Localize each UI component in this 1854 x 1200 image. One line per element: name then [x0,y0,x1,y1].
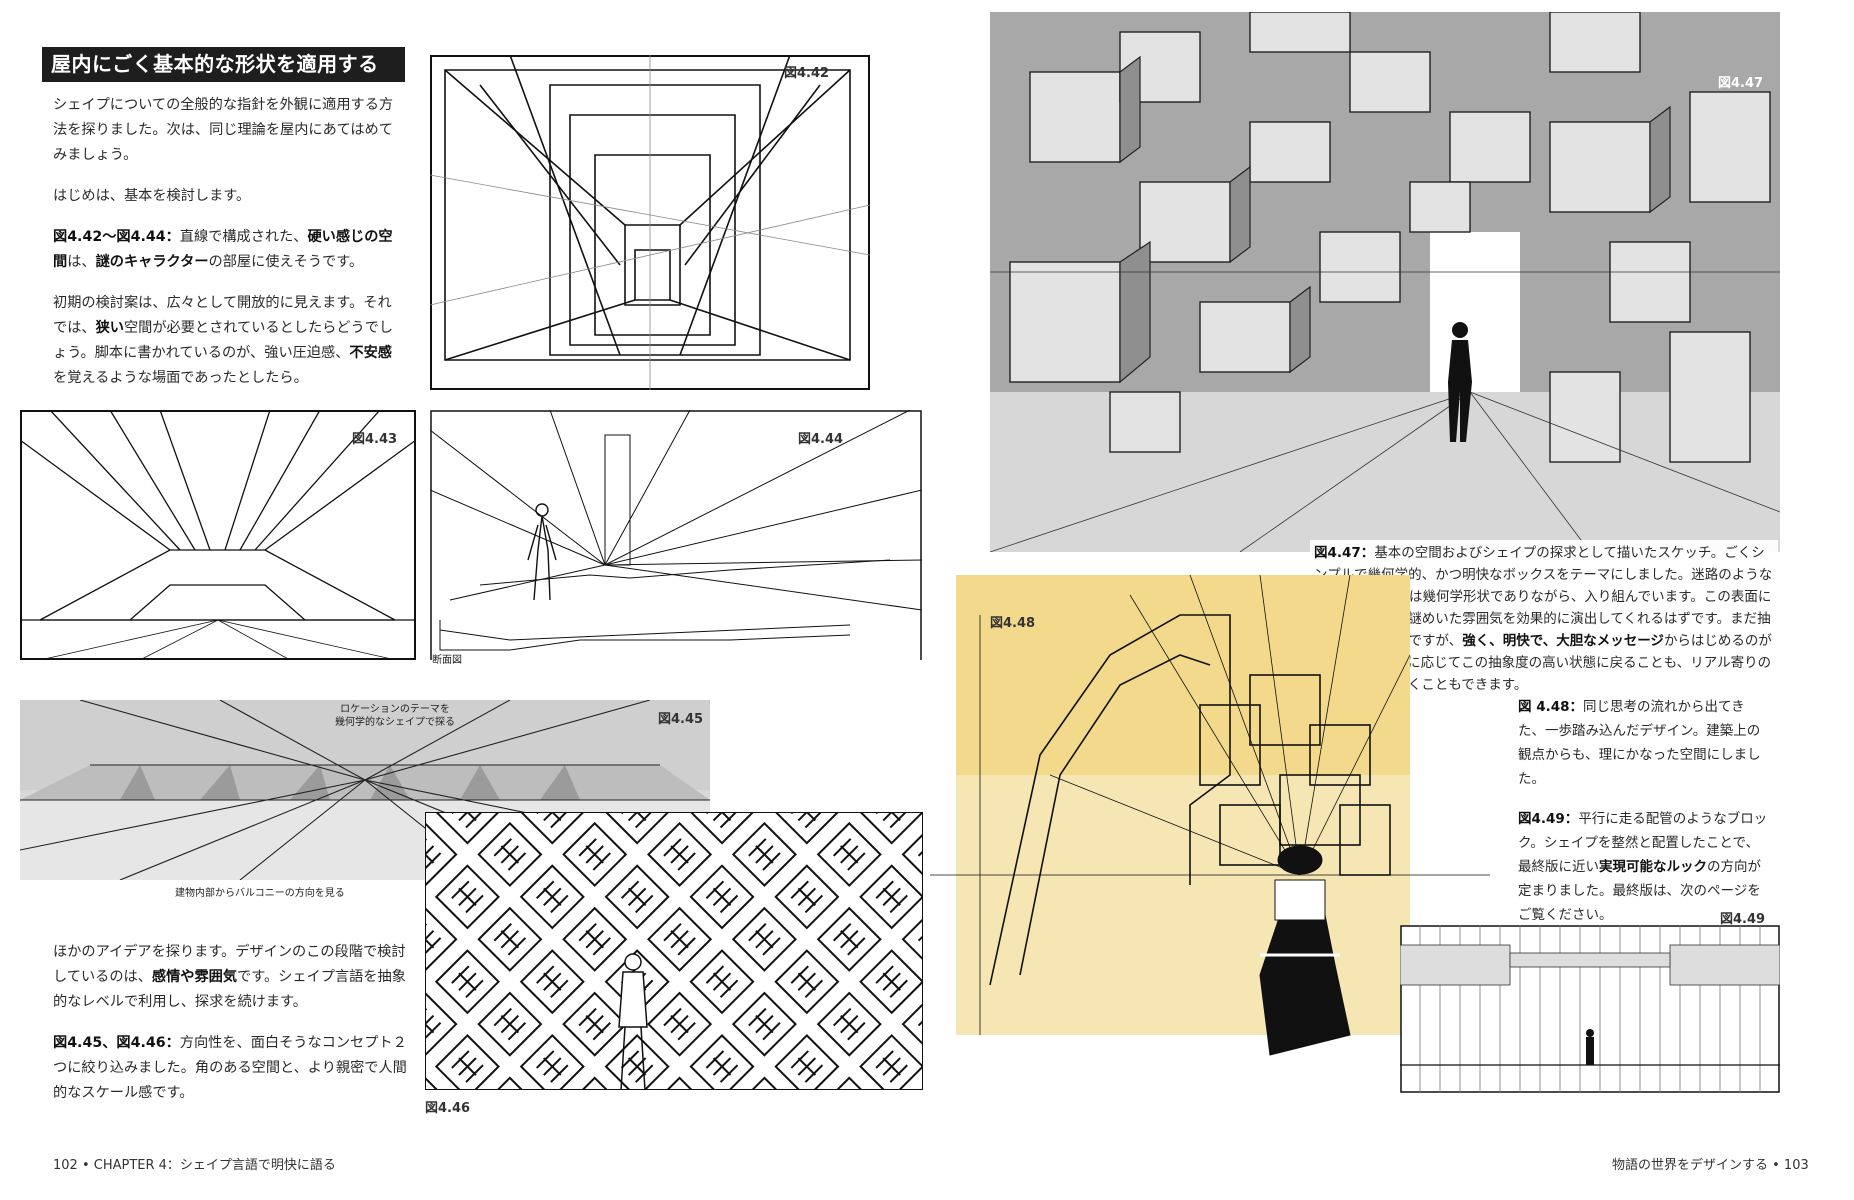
figure-4-48-label: 図4.48 [990,616,1036,631]
figure-4-45-sketch [20,700,710,880]
lower-text-block: ほかのアイデアを探ります。デザインのこの段階で検討しているのは、感情や雰囲気です… [53,940,408,1122]
figure-4-43-label: 図4.43 [352,432,398,447]
figure-4-48-sketch [930,575,1490,1056]
lower-paragraph-1: ほかのアイデアを探ります。デザインのこの段階で検討しているのは、感情や雰囲気です… [53,944,406,1010]
figure-4-44-label: 図4.44 [798,432,844,447]
figure-4-47-label: 図4.47 [1718,76,1764,91]
figure-4-47-render [990,12,1780,552]
figure-4-46-label: 図4.46 [425,1101,471,1116]
intro-paragraph-1: シェイプについての全般的な指針を外観に適用する方法を探りました。次は、同じ理論を… [53,97,394,163]
intro-text-block: シェイプについての全般的な指針を外観に適用する方法を探りました。次は、同じ理論を… [53,93,403,407]
figure-4-49-sketch [1400,925,1780,1093]
intro-paragraph-2: はじめは、基本を検討します。 [53,188,251,204]
figure-4-45-label: 図4.45 [658,712,704,727]
lower-paragraph-2: 図4.45、図4.46：方向性を、面白そうなコンセプト２つに絞り込みました。角の… [53,1035,407,1101]
left-footer: 102 • CHAPTER 4：シェイプ言語で明快に語る [53,1158,336,1173]
figure-4-45-bottom-note: 建物内部からバルコニーの方向を見る [175,888,345,899]
right-caption-block: 図 4.48：同じ思考の流れから出てきた、一歩踏み込んだデザイン。建築上の観点か… [1518,695,1768,943]
section-heading: 屋内にごく基本的な形状を適用する [42,47,405,82]
section-view-note: 断面図 [432,655,462,666]
intro-paragraph-3: 図4.42〜図4.44：直線で構成された、硬い感じの空間は、謎のキャラクターの部… [53,229,393,270]
figure-4-49-caption: 図4.49：平行に走る配管のようなブロック。シェイプを整然と配置したことで、最終… [1518,811,1768,923]
figure-4-44-sketch [430,410,922,660]
intro-paragraph-4: 初期の検討案は、広々として開放的に見えます。それでは、狭い空間が必要とされている… [53,295,394,386]
figure-4-42-sketch [430,55,870,390]
figure-4-42-label: 図4.42 [784,66,830,81]
figure-4-45-annotation: ロケーションのテーマを幾何学的なシェイプで探る [335,704,455,728]
right-footer: 物語の世界をデザインする • 103 [1612,1158,1809,1173]
figure-4-46-sketch [425,812,923,1090]
figure-4-48-caption: 図 4.48：同じ思考の流れから出てきた、一歩踏み込んだデザイン。建築上の観点か… [1518,699,1761,787]
figure-4-43-sketch [20,410,416,660]
figure-4-49-label: 図4.49 [1720,912,1766,927]
